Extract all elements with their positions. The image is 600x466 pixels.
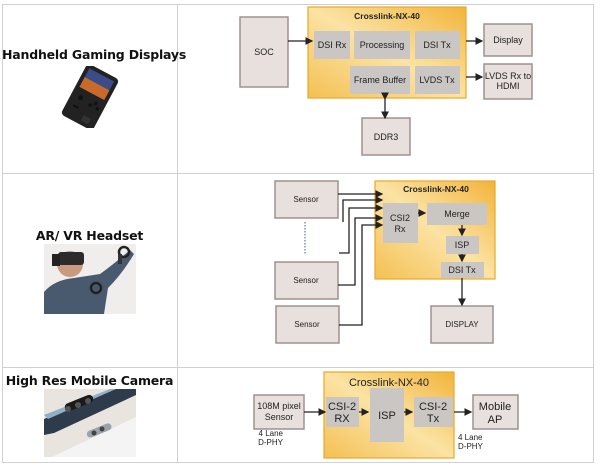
row-title-camera: High Res Mobile Camera bbox=[5, 373, 174, 388]
dsi-tx-label: DSI Tx bbox=[448, 265, 476, 275]
sensor-label-3: Sensor bbox=[294, 320, 320, 329]
input-lane-label-1: 4 Lane bbox=[259, 429, 284, 438]
dsi-tx-block bbox=[415, 31, 460, 59]
lvds-tx-label: LVDS Tx bbox=[419, 75, 455, 85]
csi2-rx-label-2: Rx bbox=[395, 224, 406, 234]
frame-buffer-block bbox=[350, 66, 410, 94]
vr-diagram: Crosslink-NX-40 CSI2 Rx Merge ISP DSI Tx… bbox=[274, 180, 496, 344]
display-box bbox=[430, 305, 494, 344]
display-box bbox=[483, 23, 533, 57]
display-label: Display bbox=[493, 35, 523, 45]
dsi-rx-block bbox=[314, 31, 350, 59]
sensor-box bbox=[253, 394, 305, 430]
sensor-label-1: Sensor bbox=[293, 195, 319, 204]
ddr3-box bbox=[361, 117, 411, 156]
display-label: DISPLAY bbox=[445, 320, 479, 329]
handheld-diagram: Crosslink-NX-40 SOC DSI Rx Processing DS… bbox=[239, 6, 533, 156]
mobile-ap-label-2: AP bbox=[488, 414, 503, 426]
lvds-hdmi-label-2: HDMI bbox=[497, 81, 520, 91]
sensor-label-2: Sensor bbox=[265, 412, 294, 422]
lvds-hdmi-box bbox=[483, 63, 533, 100]
row-divider bbox=[2, 367, 594, 368]
dsi-tx-label: DSI Tx bbox=[423, 40, 451, 50]
vr-headset-user-photo bbox=[44, 244, 136, 314]
merge-label: Merge bbox=[444, 209, 470, 219]
csi2-tx-label-2: Tx bbox=[427, 413, 440, 425]
soc-box bbox=[239, 16, 289, 88]
chip-title: Crosslink-NX-40 bbox=[403, 184, 469, 194]
sensor-box-1 bbox=[274, 180, 339, 219]
dsi-tx-block bbox=[441, 262, 484, 278]
csi2-rx-block bbox=[326, 397, 359, 427]
mobile-ap-label-1: Mobile bbox=[479, 401, 511, 413]
use-case-table bbox=[2, 4, 594, 463]
csi2-rx-label-1: CSI2 bbox=[390, 213, 410, 223]
isp-label: ISP bbox=[378, 410, 396, 422]
sensor-label-1: 108M pixel bbox=[257, 401, 301, 411]
input-lane-label-2: D-PHY bbox=[258, 438, 284, 447]
column-divider bbox=[177, 4, 178, 463]
row-divider bbox=[2, 173, 594, 174]
csi2-tx-label-1: CSI-2 bbox=[419, 401, 447, 413]
lvds-hdmi-label-1: LVDS Rx to bbox=[485, 71, 531, 81]
processing-label: Processing bbox=[360, 40, 405, 50]
handheld-game-console-photo bbox=[55, 66, 125, 128]
frame-buffer-label: Frame Buffer bbox=[354, 75, 406, 85]
processing-block bbox=[354, 31, 410, 59]
merge-block bbox=[427, 203, 487, 225]
sensor-bus-wires bbox=[338, 190, 384, 326]
soc-label: SOC bbox=[254, 47, 274, 57]
chip-title: Crosslink-NX-40 bbox=[354, 11, 420, 21]
csi2-rx-block bbox=[383, 203, 418, 243]
row-title-vr: AR/ VR Headset bbox=[35, 228, 144, 243]
camera-diagram: Crosslink-NX-40 108M pixel Sensor 4 Lane… bbox=[253, 371, 519, 459]
csi2-tx-block bbox=[414, 397, 453, 427]
smartphone-camera-photo bbox=[44, 389, 136, 457]
output-lane-label-1: 4 Lane bbox=[458, 433, 483, 442]
sensor-box-3 bbox=[275, 305, 340, 344]
ddr3-label: DDR3 bbox=[374, 132, 399, 142]
csi2-rx-label-2: RX bbox=[334, 413, 350, 425]
dsi-rx-label: DSI Rx bbox=[318, 40, 347, 50]
mobile-ap-box bbox=[472, 394, 519, 430]
isp-block bbox=[370, 388, 404, 442]
isp-label: ISP bbox=[455, 240, 470, 250]
sensor-box-2 bbox=[274, 261, 339, 300]
lvds-tx-block bbox=[415, 66, 460, 94]
row-title-handheld: Handheld Gaming Displays bbox=[2, 47, 187, 62]
csi2-rx-label-1: CSI-2 bbox=[328, 401, 356, 413]
chip-title: Crosslink-NX-40 bbox=[349, 377, 429, 389]
sensor-label-2: Sensor bbox=[293, 276, 319, 285]
isp-block bbox=[446, 236, 479, 254]
output-lane-label-2: D-PHY bbox=[458, 442, 484, 451]
